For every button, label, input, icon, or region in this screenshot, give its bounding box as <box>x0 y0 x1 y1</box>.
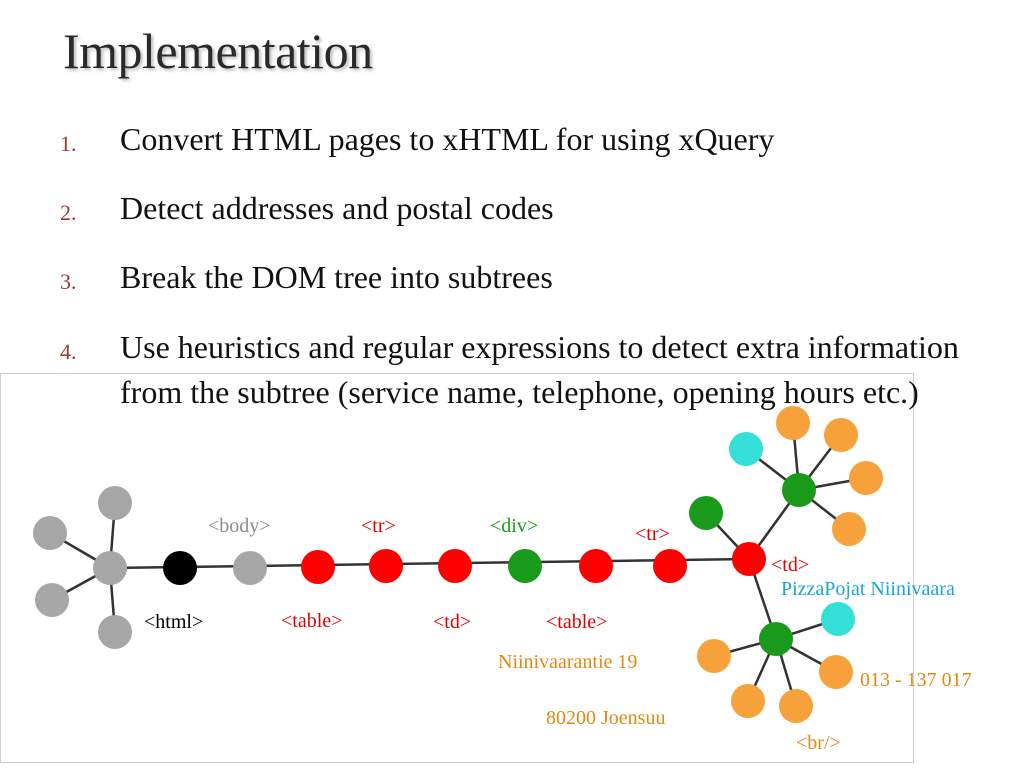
td-node-1 <box>438 549 472 583</box>
html-node <box>163 551 197 585</box>
upper-cyan-leaf <box>729 432 763 466</box>
lower-hub-node <box>759 622 793 656</box>
label-div: <div> <box>490 515 538 537</box>
lower-cyan-leaf <box>821 602 855 636</box>
lower-orange-leaf-2 <box>819 655 853 689</box>
upper-orange-leaf-1 <box>776 406 810 440</box>
html-leaf-top <box>98 486 132 520</box>
slide-title: Implementation <box>63 23 373 79</box>
lower-orange-leaf-1 <box>697 639 731 673</box>
upper-orange-leaf-4 <box>832 512 866 546</box>
bullet-text: Convert HTML pages to xHTML for using xQ… <box>120 121 775 157</box>
table-node-1 <box>301 550 335 584</box>
upper-hub-node <box>782 473 816 507</box>
label-td-2: <td> <box>771 554 809 576</box>
bullet-number: 1. <box>60 131 77 156</box>
upper-orange-leaf-2 <box>824 418 858 452</box>
lower-orange-leaf-3 <box>731 684 765 718</box>
html-hub-node <box>93 551 127 585</box>
html-leaf-bottom <box>98 615 132 649</box>
tree-labels: <body> <html> <tr> <table> <td> <div> <t… <box>144 515 972 754</box>
bullet-text: Detect addresses and postal codes <box>120 190 554 226</box>
label-service-name: PizzaPojat Niinivaara <box>781 578 955 600</box>
html-leaf-left-top <box>33 516 67 550</box>
bullet-number: 3. <box>60 269 77 294</box>
html-leaf-left-bottom <box>35 583 69 617</box>
bullet-number: 4. <box>60 339 77 364</box>
label-postal: 80200 Joensuu <box>546 707 665 729</box>
label-tr-1: <tr> <box>361 515 396 537</box>
label-html: <html> <box>144 611 203 633</box>
div-node <box>508 549 542 583</box>
label-br: <br/> <box>796 732 841 754</box>
bullet-text: Use heuristics and regular expressions t… <box>120 329 959 410</box>
label-td-1: <td> <box>433 611 471 633</box>
upper-orange-leaf-3 <box>849 461 883 495</box>
tr-node-1 <box>369 549 403 583</box>
upper-green-leaf <box>689 496 723 530</box>
table-node-2 <box>579 549 613 583</box>
lower-orange-leaf-4 <box>779 689 813 723</box>
bullet-number: 2. <box>60 200 77 225</box>
label-table-2: <table> <box>546 611 607 633</box>
label-street: Niinivaarantie 19 <box>498 651 637 673</box>
td-node-2 <box>732 542 766 576</box>
label-body: <body> <box>208 515 271 537</box>
label-phone: 013 - 137 017 <box>860 669 972 691</box>
label-tr-2: <tr> <box>635 523 670 545</box>
tree-nodes <box>33 406 883 723</box>
tr-node-2 <box>653 549 687 583</box>
body-node <box>233 551 267 585</box>
label-table-1: <table> <box>281 610 342 632</box>
bullet-text: Break the DOM tree into subtrees <box>120 259 553 295</box>
